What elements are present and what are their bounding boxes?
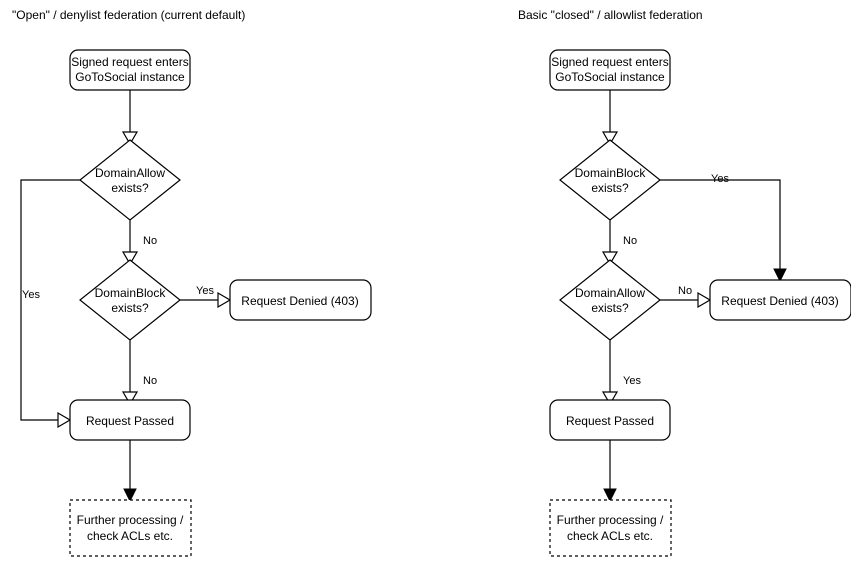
- left-domain-block-node[interactable]: DomainBlock exists?: [79, 259, 181, 341]
- right-edge-label-block-yes: Yes: [711, 173, 729, 185]
- left-request-denied-label: Request Denied (403): [241, 294, 358, 308]
- left-edge-passed-to-further: [123, 440, 137, 503]
- right-entry-label-line2: GoToSocial instance: [555, 70, 665, 84]
- left-request-denied-shape: [229, 279, 372, 321]
- right-domain-block-node[interactable]: DomainBlock exists?: [559, 139, 661, 221]
- right-edge-label-allow-no: No: [678, 285, 692, 297]
- right-edge-passed-to-further: [603, 440, 617, 503]
- right-domain-block-label-line2: exists?: [591, 181, 629, 195]
- right-entry-node[interactable]: Signed request enters GoToSocial instanc…: [549, 49, 671, 91]
- left-edge-label-block-yes: Yes: [196, 285, 214, 297]
- right-edge-allow-yes-to-passed: Yes: [601, 340, 641, 406]
- left-entry-node[interactable]: Signed request enters GoToSocial instanc…: [69, 49, 191, 91]
- right-arrowhead-block-no: [601, 251, 619, 266]
- right-domain-allow-label-line1: DomainAllow: [575, 286, 645, 300]
- right-edge-allow-no-to-denied: No: [660, 285, 712, 309]
- left-further-processing-label-line1: Further processing /: [77, 513, 184, 527]
- left-arrowhead-block-yes: [217, 291, 232, 309]
- left-domain-allow-node[interactable]: DomainAllow exists?: [79, 139, 181, 221]
- left-edge-label-block-no: No: [143, 375, 157, 387]
- left-edge-label-allow-no: No: [143, 235, 157, 247]
- left-arrowhead-allow-no: [121, 251, 139, 266]
- left-domain-allow-shape: [79, 139, 181, 221]
- left-domain-allow-label-line1: DomainAllow: [95, 166, 165, 180]
- right-further-processing-label-line2: check ACLs etc.: [567, 529, 653, 543]
- left-arrowhead-passed: [123, 488, 137, 503]
- left-arrowhead-block-no: [121, 391, 139, 406]
- left-edge-label-allow-yes: Yes: [22, 289, 40, 301]
- left-request-denied-node[interactable]: Request Denied (403): [229, 279, 372, 321]
- left-edge-block-no-to-passed: No: [121, 340, 157, 406]
- right-arrowhead-allow-yes: [601, 391, 619, 406]
- right-edge-label-allow-yes: Yes: [623, 375, 641, 387]
- right-edge-label-block-no: No: [623, 235, 637, 247]
- right-domain-allow-label-line2: exists?: [591, 301, 629, 315]
- left-column-title: "Open" / denylist federation (current de…: [12, 8, 245, 22]
- right-request-passed-label: Request Passed: [566, 414, 654, 428]
- right-domain-allow-node[interactable]: DomainAllow exists?: [559, 259, 661, 341]
- left-domain-block-shape: [79, 259, 181, 341]
- left-domain-block-label-line2: exists?: [111, 301, 149, 315]
- left-edge-block-yes-to-denied: Yes: [180, 285, 232, 309]
- right-request-denied-shape: [709, 279, 851, 321]
- right-domain-allow-shape: [559, 259, 661, 341]
- right-arrowhead-passed: [603, 488, 617, 503]
- right-domain-block-shape: [559, 139, 661, 221]
- right-request-passed-node[interactable]: Request Passed: [549, 399, 671, 441]
- left-further-processing-node[interactable]: Further processing / check ACLs etc.: [69, 499, 192, 557]
- left-edge-allow-yes-line: [20, 179, 80, 421]
- left-edge-allow-no-to-block: No: [121, 220, 157, 266]
- right-request-denied-label: Request Denied (403): [721, 294, 838, 308]
- right-further-processing-node[interactable]: Further processing / check ACLs etc.: [549, 499, 672, 557]
- left-request-passed-label: Request Passed: [86, 414, 174, 428]
- right-edge-block-yes-line: [660, 179, 781, 272]
- left-further-processing-shape: [69, 499, 192, 557]
- right-arrowhead-block-yes: [773, 268, 787, 283]
- left-request-passed-node[interactable]: Request Passed: [69, 399, 191, 441]
- right-edge-block-no-to-allow: No: [601, 220, 637, 266]
- left-arrowhead-allow-yes: [57, 411, 72, 429]
- right-arrowhead-allow-no: [697, 291, 712, 309]
- right-domain-block-label-line1: DomainBlock: [575, 166, 647, 180]
- left-further-processing-label-line2: check ACLs etc.: [87, 529, 173, 543]
- left-edge-allow-yes-to-passed: Yes: [20, 179, 80, 429]
- left-entry-label-line1: Signed request enters: [71, 55, 188, 69]
- right-request-denied-node[interactable]: Request Denied (403): [709, 279, 851, 321]
- left-edge-entry-to-allow: [121, 90, 139, 146]
- left-domain-allow-label-line2: exists?: [111, 181, 149, 195]
- right-edge-block-yes-to-denied: Yes: [660, 173, 787, 283]
- left-domain-block-label-line1: DomainBlock: [95, 286, 167, 300]
- right-further-processing-shape: [549, 499, 672, 557]
- left-arrowhead-entry: [121, 131, 139, 146]
- right-edge-entry-to-block: [601, 90, 619, 146]
- right-further-processing-label-line1: Further processing /: [557, 513, 664, 527]
- left-entry-label-line2: GoToSocial instance: [75, 70, 185, 84]
- right-entry-label-line1: Signed request enters: [551, 55, 668, 69]
- right-arrowhead-entry: [601, 131, 619, 146]
- right-column-title: Basic "closed" / allowlist federation: [518, 8, 703, 22]
